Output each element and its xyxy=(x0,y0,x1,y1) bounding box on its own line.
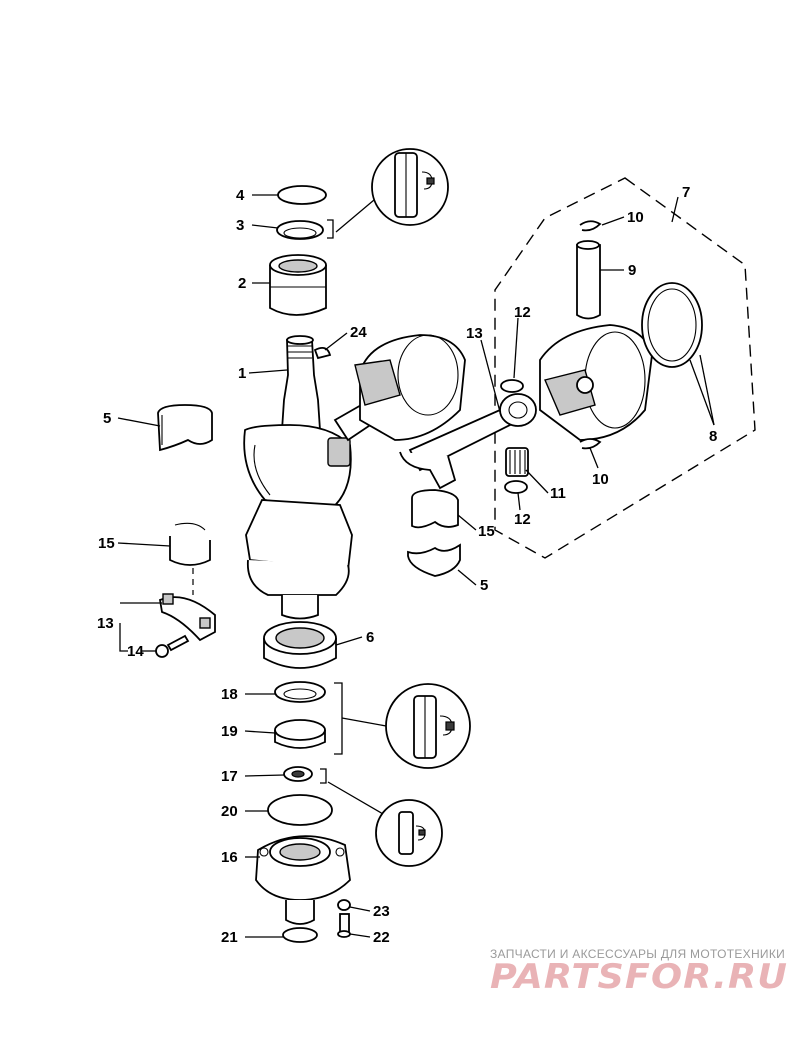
callout-22: 22 xyxy=(373,929,390,946)
seal-18 xyxy=(274,681,326,703)
bracket-3 xyxy=(327,219,334,239)
callout-17: 17 xyxy=(221,768,238,785)
callout-4: 4 xyxy=(236,187,245,204)
callout-3: 3 xyxy=(236,217,244,234)
needle-bearing-11 xyxy=(505,447,529,477)
o-ring-21 xyxy=(282,927,318,943)
detail-circle-bottom xyxy=(327,781,443,867)
callout-12-top: 12 xyxy=(514,304,531,321)
watermark: ЗАПЧАСТИ И АКСЕССУАРЫ ДЛЯ МОТОТЕХНИКИ PA… xyxy=(490,947,788,997)
callout-10-top: 10 xyxy=(627,209,644,226)
piston-assembly-dashed-outline xyxy=(494,177,756,559)
ball-bearing-6 xyxy=(263,621,337,669)
connecting-rod-13 xyxy=(399,393,537,490)
callout-6: 6 xyxy=(366,629,374,646)
o-ring-4 xyxy=(277,185,327,205)
piston-pin-end xyxy=(576,240,600,250)
callout-14: 14 xyxy=(127,643,144,660)
rod-cap-13-left xyxy=(158,593,216,642)
retaining-clip-10-bottom xyxy=(579,438,602,450)
bearing-half-15-right xyxy=(411,489,459,529)
bracket-17 xyxy=(320,768,327,784)
callout-9: 9 xyxy=(628,262,636,279)
washer-17 xyxy=(283,766,313,782)
bearing-half-5-left xyxy=(157,404,213,452)
washer-23 xyxy=(337,899,351,911)
callout-1: 1 xyxy=(238,365,246,382)
connecting-rod-installed xyxy=(333,334,466,442)
callout-11: 11 xyxy=(550,485,566,502)
piston-pin-9 xyxy=(576,244,601,320)
bearing-housing-16 xyxy=(255,835,351,925)
detail-circle-middle xyxy=(341,683,471,769)
callout-19: 19 xyxy=(221,723,238,740)
callout-16: 16 xyxy=(221,849,238,866)
leader-lines xyxy=(117,194,715,938)
callout-2: 2 xyxy=(238,275,246,292)
callout-13-left: 13 xyxy=(97,615,114,632)
callout-5-left: 5 xyxy=(103,410,111,427)
detail-circle-top xyxy=(335,148,449,233)
seal-ring-3 xyxy=(276,220,324,240)
callout-7: 7 xyxy=(682,184,690,201)
woodruff-key-24 xyxy=(313,346,332,360)
callout-15-right: 15 xyxy=(478,523,495,540)
callout-8: 8 xyxy=(709,428,717,445)
callout-15-left: 15 xyxy=(98,535,115,552)
seal-19 xyxy=(274,719,326,749)
callout-24: 24 xyxy=(350,324,367,341)
callout-20: 20 xyxy=(221,803,238,820)
crankshaft-1 xyxy=(243,335,353,620)
callout-labels: 4 3 2 24 1 5 15 13 14 6 18 19 17 20 16 2… xyxy=(97,184,717,946)
callout-21: 21 xyxy=(221,929,238,946)
callout-23: 23 xyxy=(373,903,390,920)
screw-22 xyxy=(337,913,351,938)
upper-bearing-2 xyxy=(269,254,327,316)
watermark-logo: PARTSFOR.RU xyxy=(490,957,788,997)
watermark-tagline: ЗАПЧАСТИ И АКСЕССУАРЫ ДЛЯ МОТОТЕХНИКИ xyxy=(490,947,785,961)
piston-assembly xyxy=(539,324,653,441)
callout-12-bottom: 12 xyxy=(514,511,531,528)
callout-10-bottom: 10 xyxy=(592,471,609,488)
callout-5-right: 5 xyxy=(480,577,488,594)
callout-13-right: 13 xyxy=(466,325,483,342)
bearing-half-5-right xyxy=(407,543,461,577)
thrust-washer-12-top xyxy=(500,379,524,393)
bearing-half-15-left xyxy=(169,522,211,566)
retaining-clip-10-top xyxy=(579,220,602,232)
cap-screw-14 xyxy=(155,634,190,658)
bracket-18-19 xyxy=(334,682,343,755)
thrust-washer-12-bottom xyxy=(504,480,528,494)
piston-rings-8 xyxy=(641,282,703,368)
callout-18: 18 xyxy=(221,686,238,703)
o-ring-20 xyxy=(267,794,333,826)
